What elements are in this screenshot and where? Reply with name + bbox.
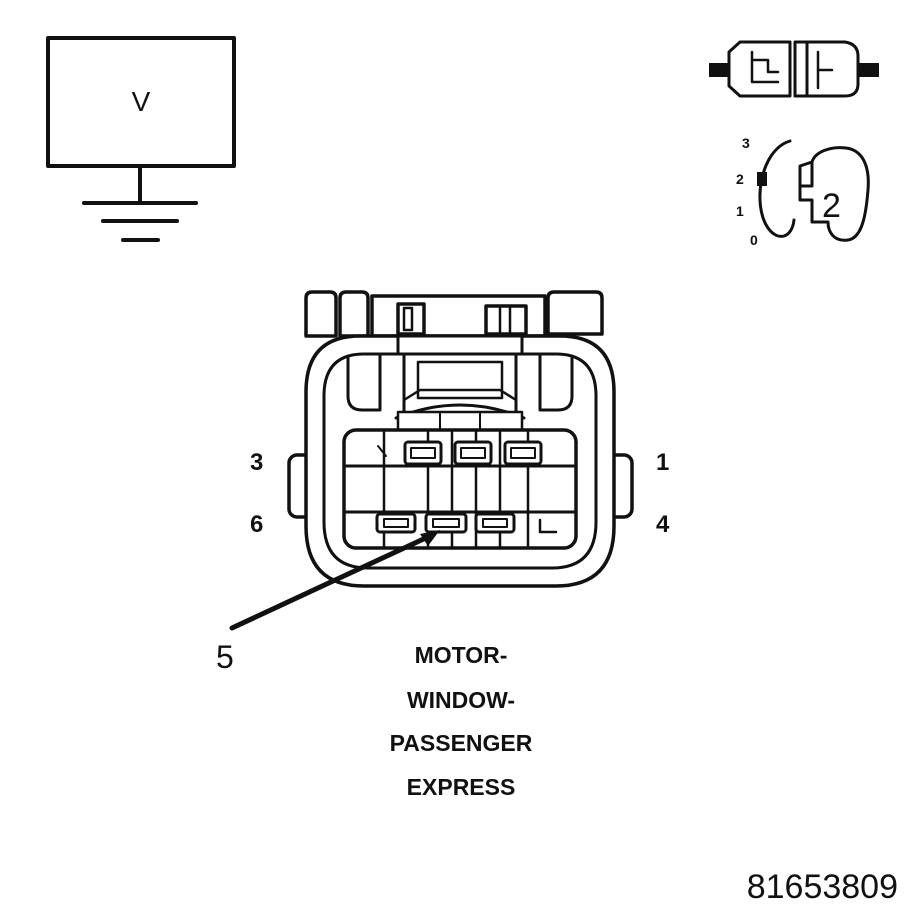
terminal-row-top — [377, 440, 543, 466]
pin-label-6: 6 — [250, 511, 263, 538]
dial-position-1: 1 — [736, 203, 744, 219]
component-title: MOTOR- WINDOW- PASSENGER EXPRESS — [390, 642, 533, 800]
pin-label-1: 1 — [656, 449, 669, 476]
component-title-line-2: WINDOW- — [407, 687, 515, 713]
dial-position-selected: 2 — [822, 187, 841, 225]
dial-position-0: 0 — [750, 232, 758, 248]
voltmeter-icon: V — [46, 36, 236, 242]
pin-label-3: 3 — [250, 449, 263, 476]
dial-position-2: 2 — [736, 171, 744, 187]
connector-housing-inner — [322, 352, 598, 570]
figure-id: 81653809 — [747, 868, 898, 906]
component-title-line-4: EXPRESS — [407, 774, 516, 800]
connector-face — [287, 290, 634, 588]
terminal-row-bottom — [375, 512, 558, 534]
voltmeter-symbol: V — [132, 86, 151, 117]
disconnected-connector-icon — [709, 40, 879, 98]
pin-callout-5: 5 — [216, 639, 234, 675]
component-title-line-1: MOTOR- — [415, 642, 508, 668]
pin-5-leader — [229, 530, 440, 631]
pin-label-4: 4 — [656, 511, 670, 538]
dial-position-3: 3 — [742, 135, 750, 151]
ignition-switch-icon: 2 3 2 1 0 — [736, 135, 870, 248]
connector-latch — [304, 290, 604, 338]
connector-lock — [346, 334, 574, 434]
component-title-line-3: PASSENGER — [390, 730, 533, 756]
